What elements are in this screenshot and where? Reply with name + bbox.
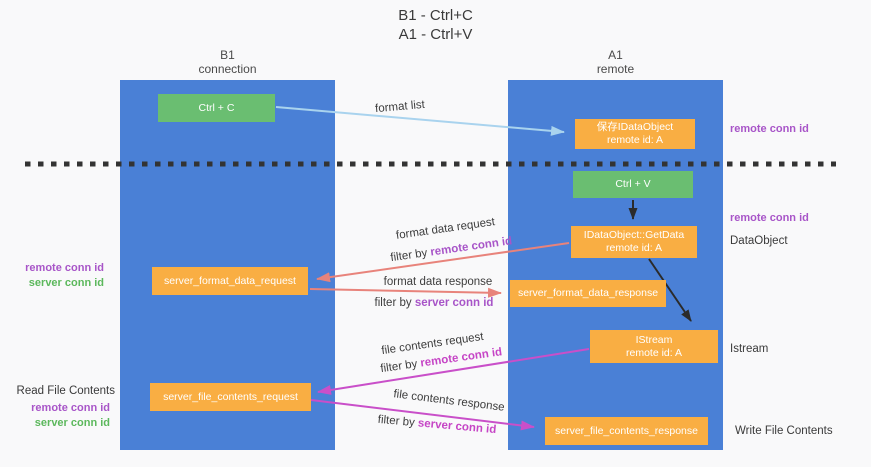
node-server-format-data-response-label: server_format_data_response xyxy=(517,287,659,299)
filter-by-text: filter by xyxy=(377,413,419,430)
column-b1-name: B1 xyxy=(220,48,235,62)
filter-by-text: filter by xyxy=(374,297,415,309)
column-header-b1: B1 connection xyxy=(120,48,335,76)
node-istream-line2: remote id: A xyxy=(625,346,683,359)
node-server-file-contents-request-label: server_file_contents_request xyxy=(163,390,298,403)
label-istream: Istream xyxy=(730,343,769,355)
label-remote-conn-id-top: remote conn id xyxy=(730,123,809,135)
label-server-conn-id-left-2: server conn id xyxy=(34,417,110,429)
node-server-format-data-request: server_format_data_request xyxy=(152,267,308,295)
node-server-format-data-response: server_format_data_response xyxy=(510,280,666,307)
label-format-conn-ids: remote conn id server conn id xyxy=(8,261,104,291)
filter-by-text: filter by xyxy=(389,246,432,265)
node-ctrl-v: Ctrl + V xyxy=(573,171,693,198)
diagram-title: B1 - Ctrl+C A1 - Ctrl+V xyxy=(0,6,871,44)
node-istream: IStream remote id: A xyxy=(590,330,718,363)
edge-label-format-data-response-filter: filter by server conn id xyxy=(374,297,494,309)
title-line-2: A1 - Ctrl+V xyxy=(398,26,473,43)
remote-conn-id-highlight: remote conn id xyxy=(429,235,513,259)
label-remote-conn-id-left-1: remote conn id xyxy=(25,262,104,274)
server-conn-id-highlight: server conn id xyxy=(417,417,497,437)
label-dataobject: DataObject xyxy=(730,235,788,247)
node-save-idataobject-line1: 保存IDataObject xyxy=(596,121,674,133)
node-idataobject-getdata-line1: IDataObject::GetData xyxy=(583,229,685,241)
label-file-conn-ids: remote conn id server conn id xyxy=(8,401,110,431)
column-a1-role: remote xyxy=(596,62,635,76)
label-server-conn-id-left-1: server conn id xyxy=(28,277,104,289)
node-ctrl-c: Ctrl + C xyxy=(158,94,275,122)
edge-label-file-contents-response: file contents response xyxy=(392,388,506,414)
node-idataobject-getdata: IDataObject::GetData remote id: A xyxy=(571,226,697,258)
column-b1-role: connection xyxy=(198,62,257,76)
node-save-idataobject: 保存IDataObject remote id: A xyxy=(575,119,695,149)
edge-label-format-data-response: format data response xyxy=(383,276,493,288)
node-ctrl-c-label: Ctrl + C xyxy=(198,101,235,114)
label-write-file-contents: Write File Contents xyxy=(735,425,833,437)
node-istream-line1: IStream xyxy=(635,333,673,346)
column-header-a1: A1 remote xyxy=(508,48,723,76)
label-remote-conn-id-mid: remote conn id xyxy=(730,212,809,224)
label-remote-conn-id-left-2: remote conn id xyxy=(31,402,110,414)
filter-by-text: filter by xyxy=(379,357,422,376)
node-ctrl-v-label: Ctrl + V xyxy=(615,178,651,190)
title-line-1: B1 - Ctrl+C xyxy=(398,7,473,24)
column-a1-name: A1 xyxy=(608,48,623,62)
node-server-format-data-request-label: server_format_data_request xyxy=(164,274,296,287)
edge-label-format-list: format list xyxy=(374,98,426,116)
node-server-file-contents-response-label: server_file_contents_response xyxy=(554,424,698,437)
node-server-file-contents-response: server_file_contents_response xyxy=(545,417,708,445)
server-conn-id-highlight: server conn id xyxy=(414,297,494,309)
node-idataobject-getdata-line2: remote id: A xyxy=(605,242,663,254)
label-read-file-contents: Read File Contents xyxy=(16,385,115,397)
format-data-response-arrow xyxy=(309,287,502,298)
node-save-idataobject-line2: remote id: A xyxy=(606,134,664,146)
node-server-file-contents-request: server_file_contents_request xyxy=(150,383,311,411)
edge-label-file-contents-response-filter: filter by server conn id xyxy=(377,414,498,436)
